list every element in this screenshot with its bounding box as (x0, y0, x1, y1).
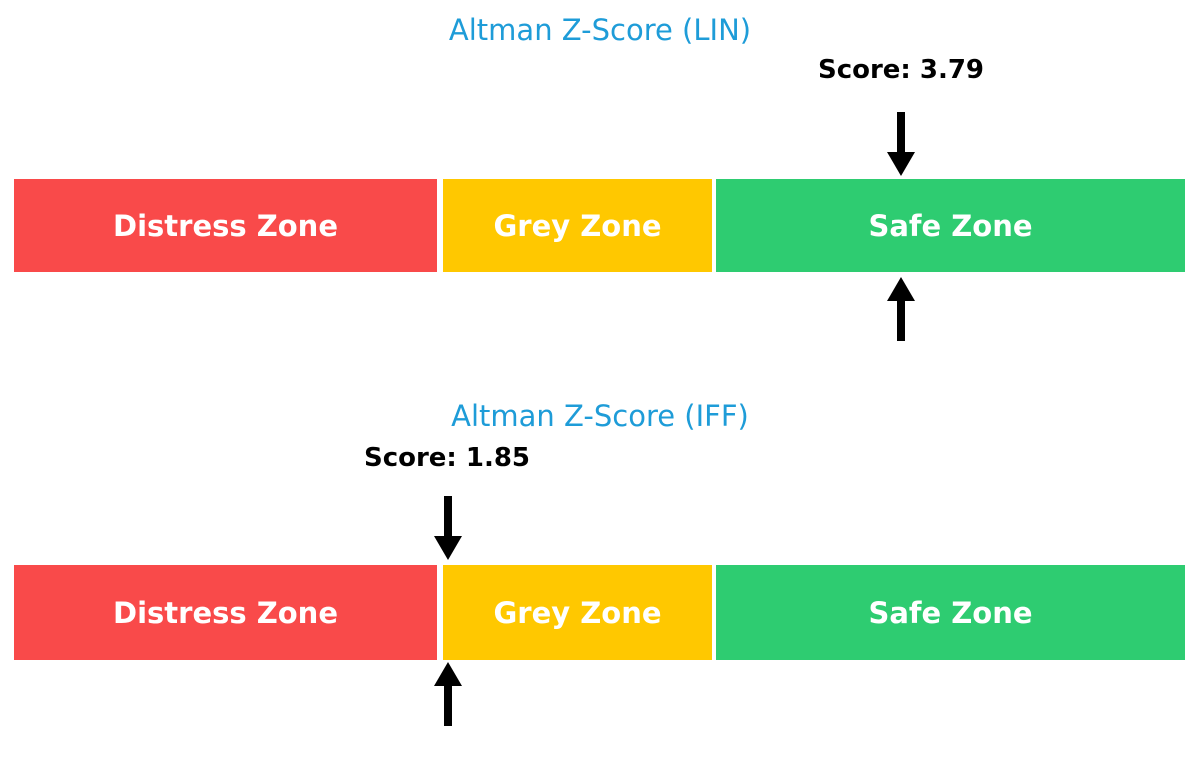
arrow-shaft (897, 112, 905, 152)
chart-title: Altman Z-Score (IFF) (451, 399, 749, 433)
grey-zone-segment: Grey Zone (443, 565, 712, 660)
score-label: Score: 3.79 (817, 55, 985, 85)
score-marker-up-arrow-icon (887, 277, 915, 341)
zone-label: Grey Zone (493, 595, 662, 630)
zone-bar: Distress Zone Grey Zone Safe Zone (14, 565, 1185, 660)
arrow-shaft (897, 301, 905, 341)
zone-bar: Distress Zone Grey Zone Safe Zone (14, 179, 1185, 272)
score-marker-up-arrow-icon (434, 662, 462, 726)
safe-zone-segment: Safe Zone (716, 179, 1185, 272)
zone-label: Grey Zone (493, 208, 662, 243)
zone-label: Distress Zone (113, 595, 338, 630)
distress-zone-segment: Distress Zone (14, 179, 437, 272)
arrow-head (887, 152, 915, 176)
arrow-head (434, 662, 462, 686)
chart-title: Altman Z-Score (LIN) (448, 13, 752, 47)
arrow-shaft (444, 686, 452, 726)
distress-zone-segment: Distress Zone (14, 565, 437, 660)
grey-zone-segment: Grey Zone (443, 179, 712, 272)
safe-zone-segment: Safe Zone (716, 565, 1185, 660)
score-marker-down-arrow-icon (434, 496, 462, 560)
zone-label: Safe Zone (868, 595, 1033, 630)
arrow-head (887, 277, 915, 301)
zone-label: Safe Zone (868, 208, 1033, 243)
arrow-shaft (444, 496, 452, 536)
zone-label: Distress Zone (113, 208, 338, 243)
arrow-head (434, 536, 462, 560)
score-marker-down-arrow-icon (887, 112, 915, 176)
score-label: Score: 1.85 (363, 443, 531, 473)
